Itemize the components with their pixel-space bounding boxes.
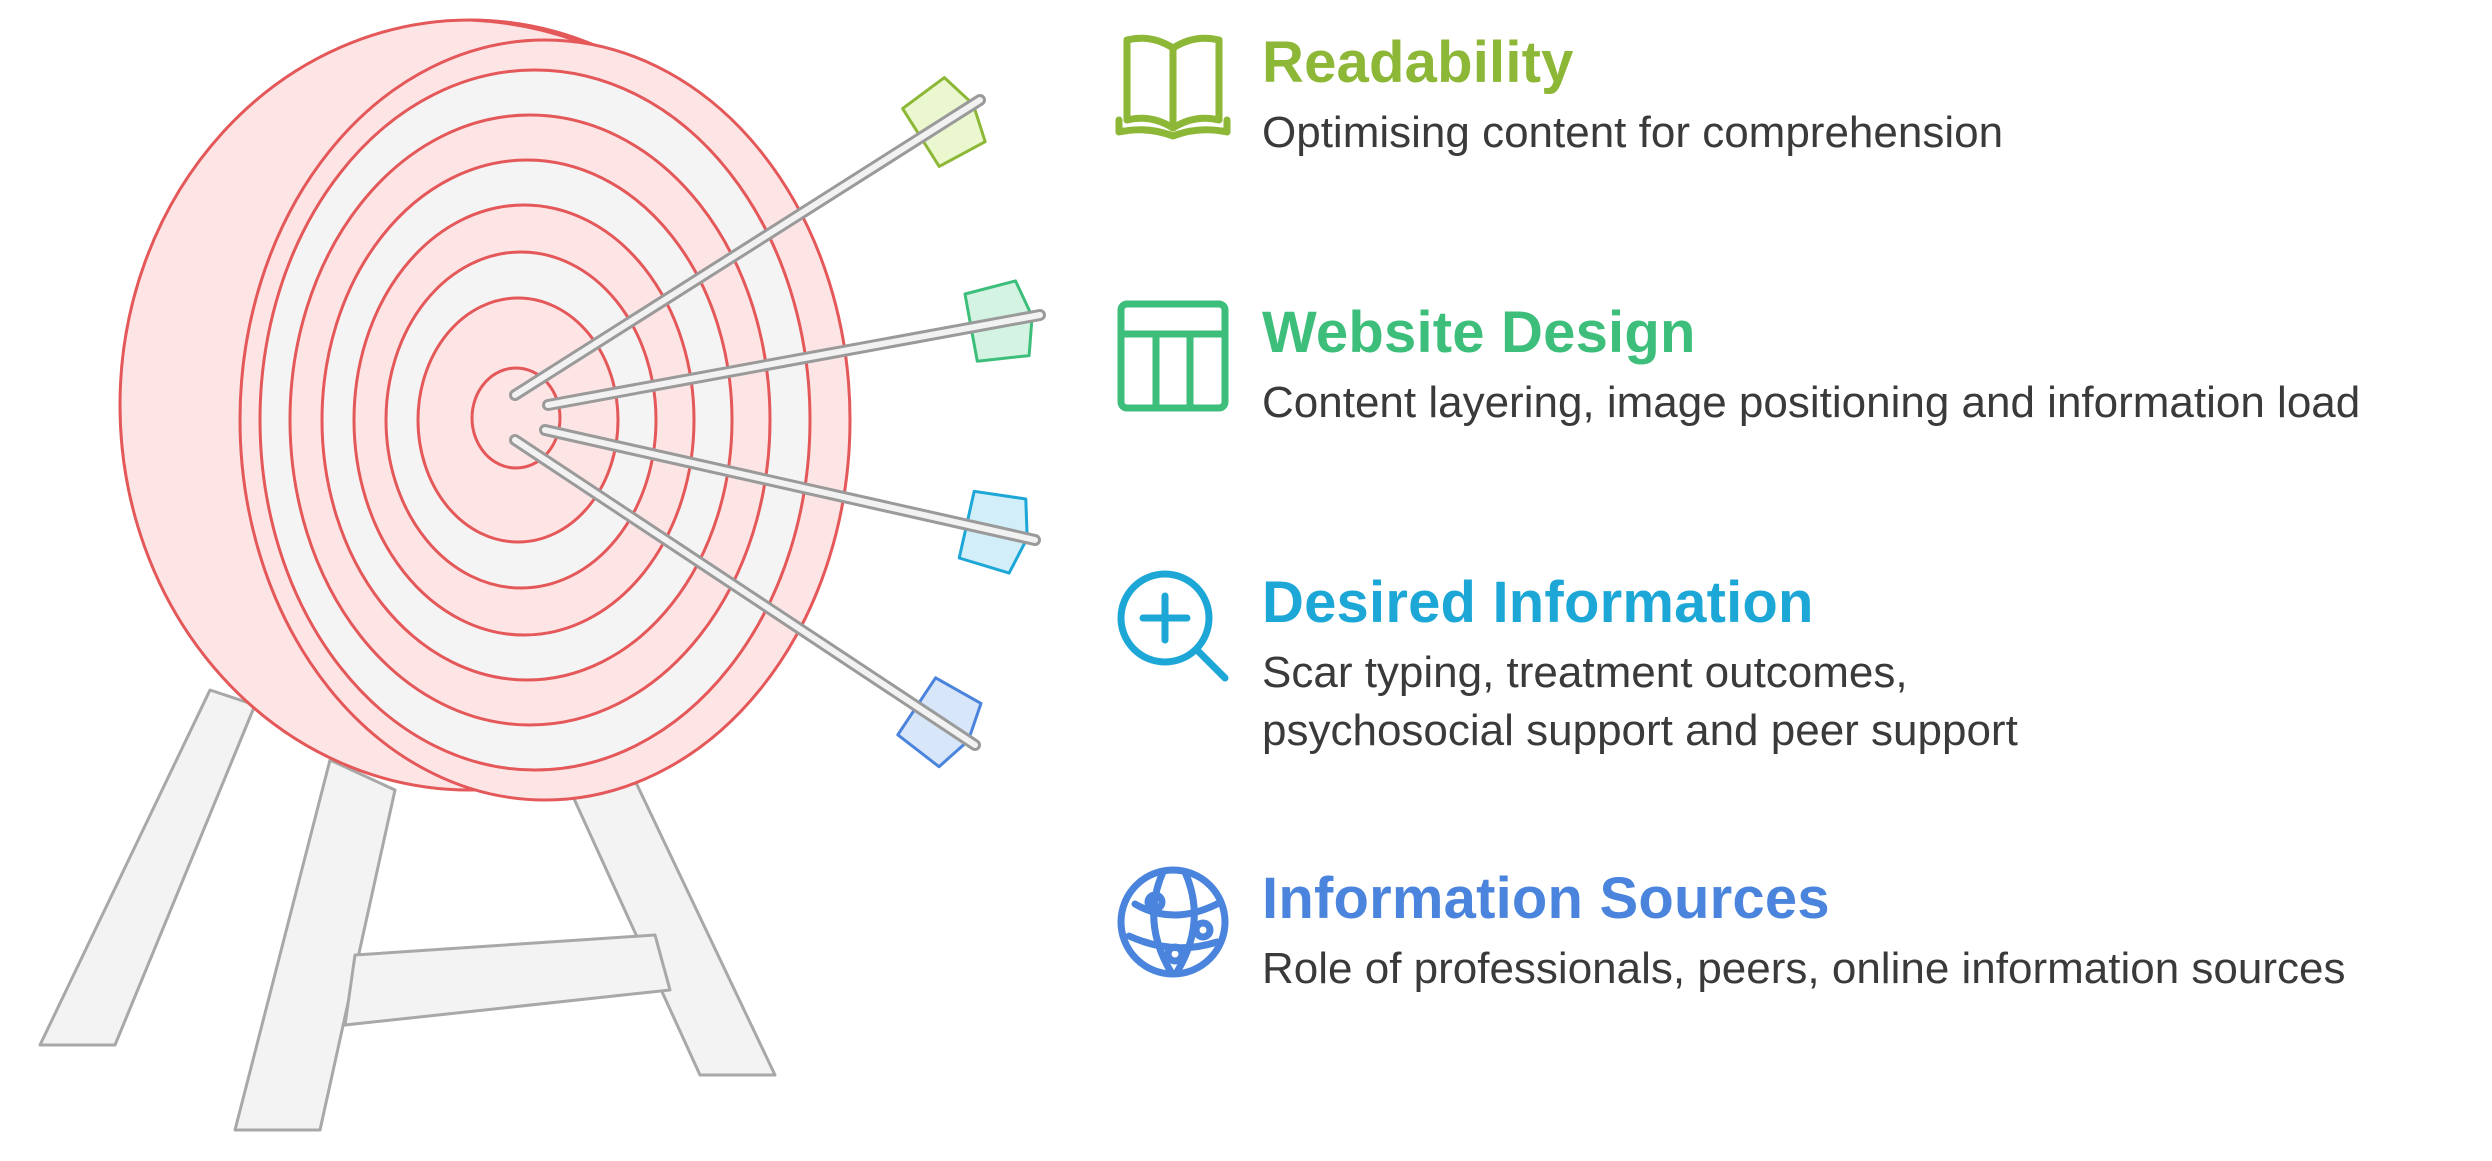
arrow-shaft: [542, 427, 1038, 543]
arrow-shaft: [512, 97, 983, 398]
arrows: [509, 76, 1046, 769]
open-book-icon: [1115, 34, 1231, 140]
description-desired-information: Scar typing, treatment outcomes, psychos…: [1262, 648, 2018, 755]
arrow-shaft: [545, 312, 1043, 408]
arrow-desired-information: [539, 424, 1041, 575]
layout-grid-icon: [1117, 300, 1229, 412]
description-website-design: Content layering, image positioning and …: [1262, 378, 2361, 427]
description-readability: Optimising content for comprehension: [1262, 108, 2004, 157]
arrow-website-design: [542, 279, 1046, 411]
archery-target-icon: [38, 18, 1046, 1132]
title-readability: Readability: [1262, 30, 1574, 95]
target-face: [238, 38, 852, 802]
arrow-shaft: [512, 437, 978, 748]
globe-network-icon: [1117, 866, 1229, 978]
arrow-information-sources: [509, 434, 983, 769]
title-information-sources: Information Sources: [1262, 866, 1830, 931]
arrow-readability: [509, 76, 987, 401]
zoom-in-icon: [1117, 570, 1229, 682]
title-website-design: Website Design: [1262, 300, 1696, 365]
title-desired-information: Desired Information: [1262, 570, 1814, 635]
description-information-sources: Role of professionals, peers, online inf…: [1262, 944, 2346, 993]
